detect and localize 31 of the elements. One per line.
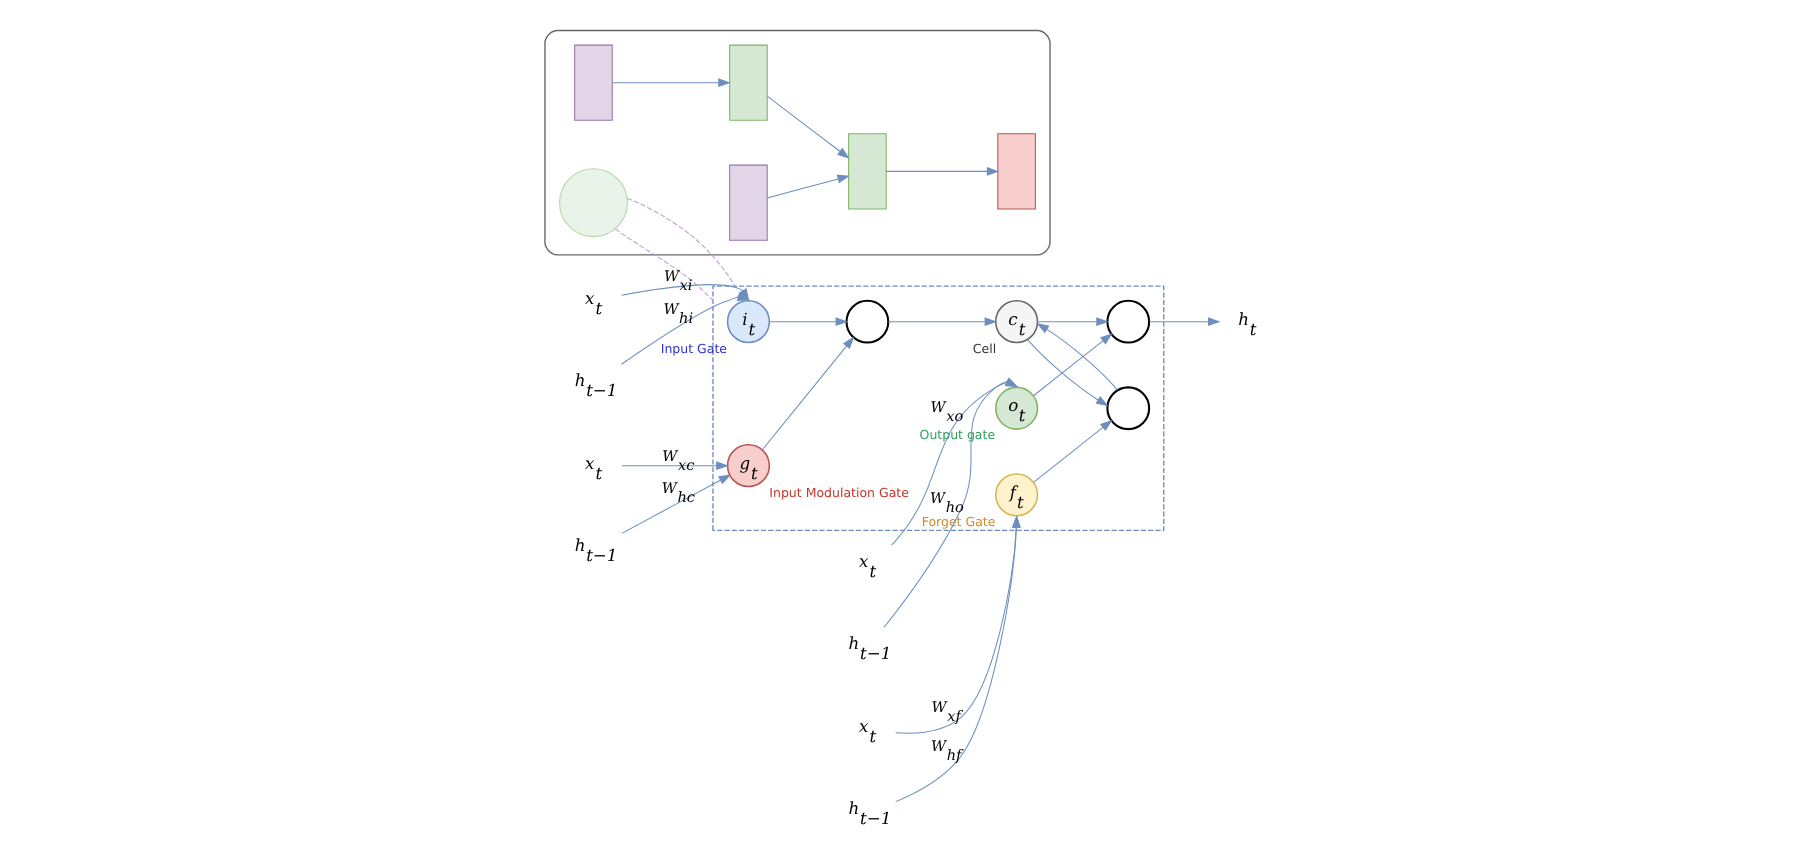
connector <box>614 227 714 300</box>
arrow <box>887 316 998 326</box>
arrow <box>769 316 849 326</box>
connector <box>626 197 736 286</box>
arrow <box>621 473 732 533</box>
node-box <box>729 43 768 120</box>
node-circle <box>845 298 890 343</box>
arrow <box>766 94 850 158</box>
arrow <box>895 514 1021 802</box>
arrow <box>761 335 855 450</box>
node-circle <box>1106 298 1151 343</box>
node-box <box>729 163 768 240</box>
arrow <box>1033 418 1113 482</box>
cluster <box>544 28 1051 255</box>
arrow <box>1036 322 1118 390</box>
arrow <box>1148 316 1221 326</box>
arrow <box>885 166 1000 175</box>
node-box <box>848 132 887 209</box>
arrow <box>1033 332 1113 395</box>
node-circle <box>559 167 628 237</box>
node-box <box>997 132 1036 209</box>
arrow <box>620 291 750 364</box>
arrow <box>766 173 850 198</box>
arrow <box>621 460 729 470</box>
arrow <box>895 514 1021 733</box>
arrow <box>1027 338 1109 406</box>
node-box <box>574 43 613 120</box>
arrow <box>621 283 750 301</box>
node-circle <box>1106 385 1151 430</box>
arrow <box>1037 316 1109 326</box>
arrow <box>611 77 731 87</box>
